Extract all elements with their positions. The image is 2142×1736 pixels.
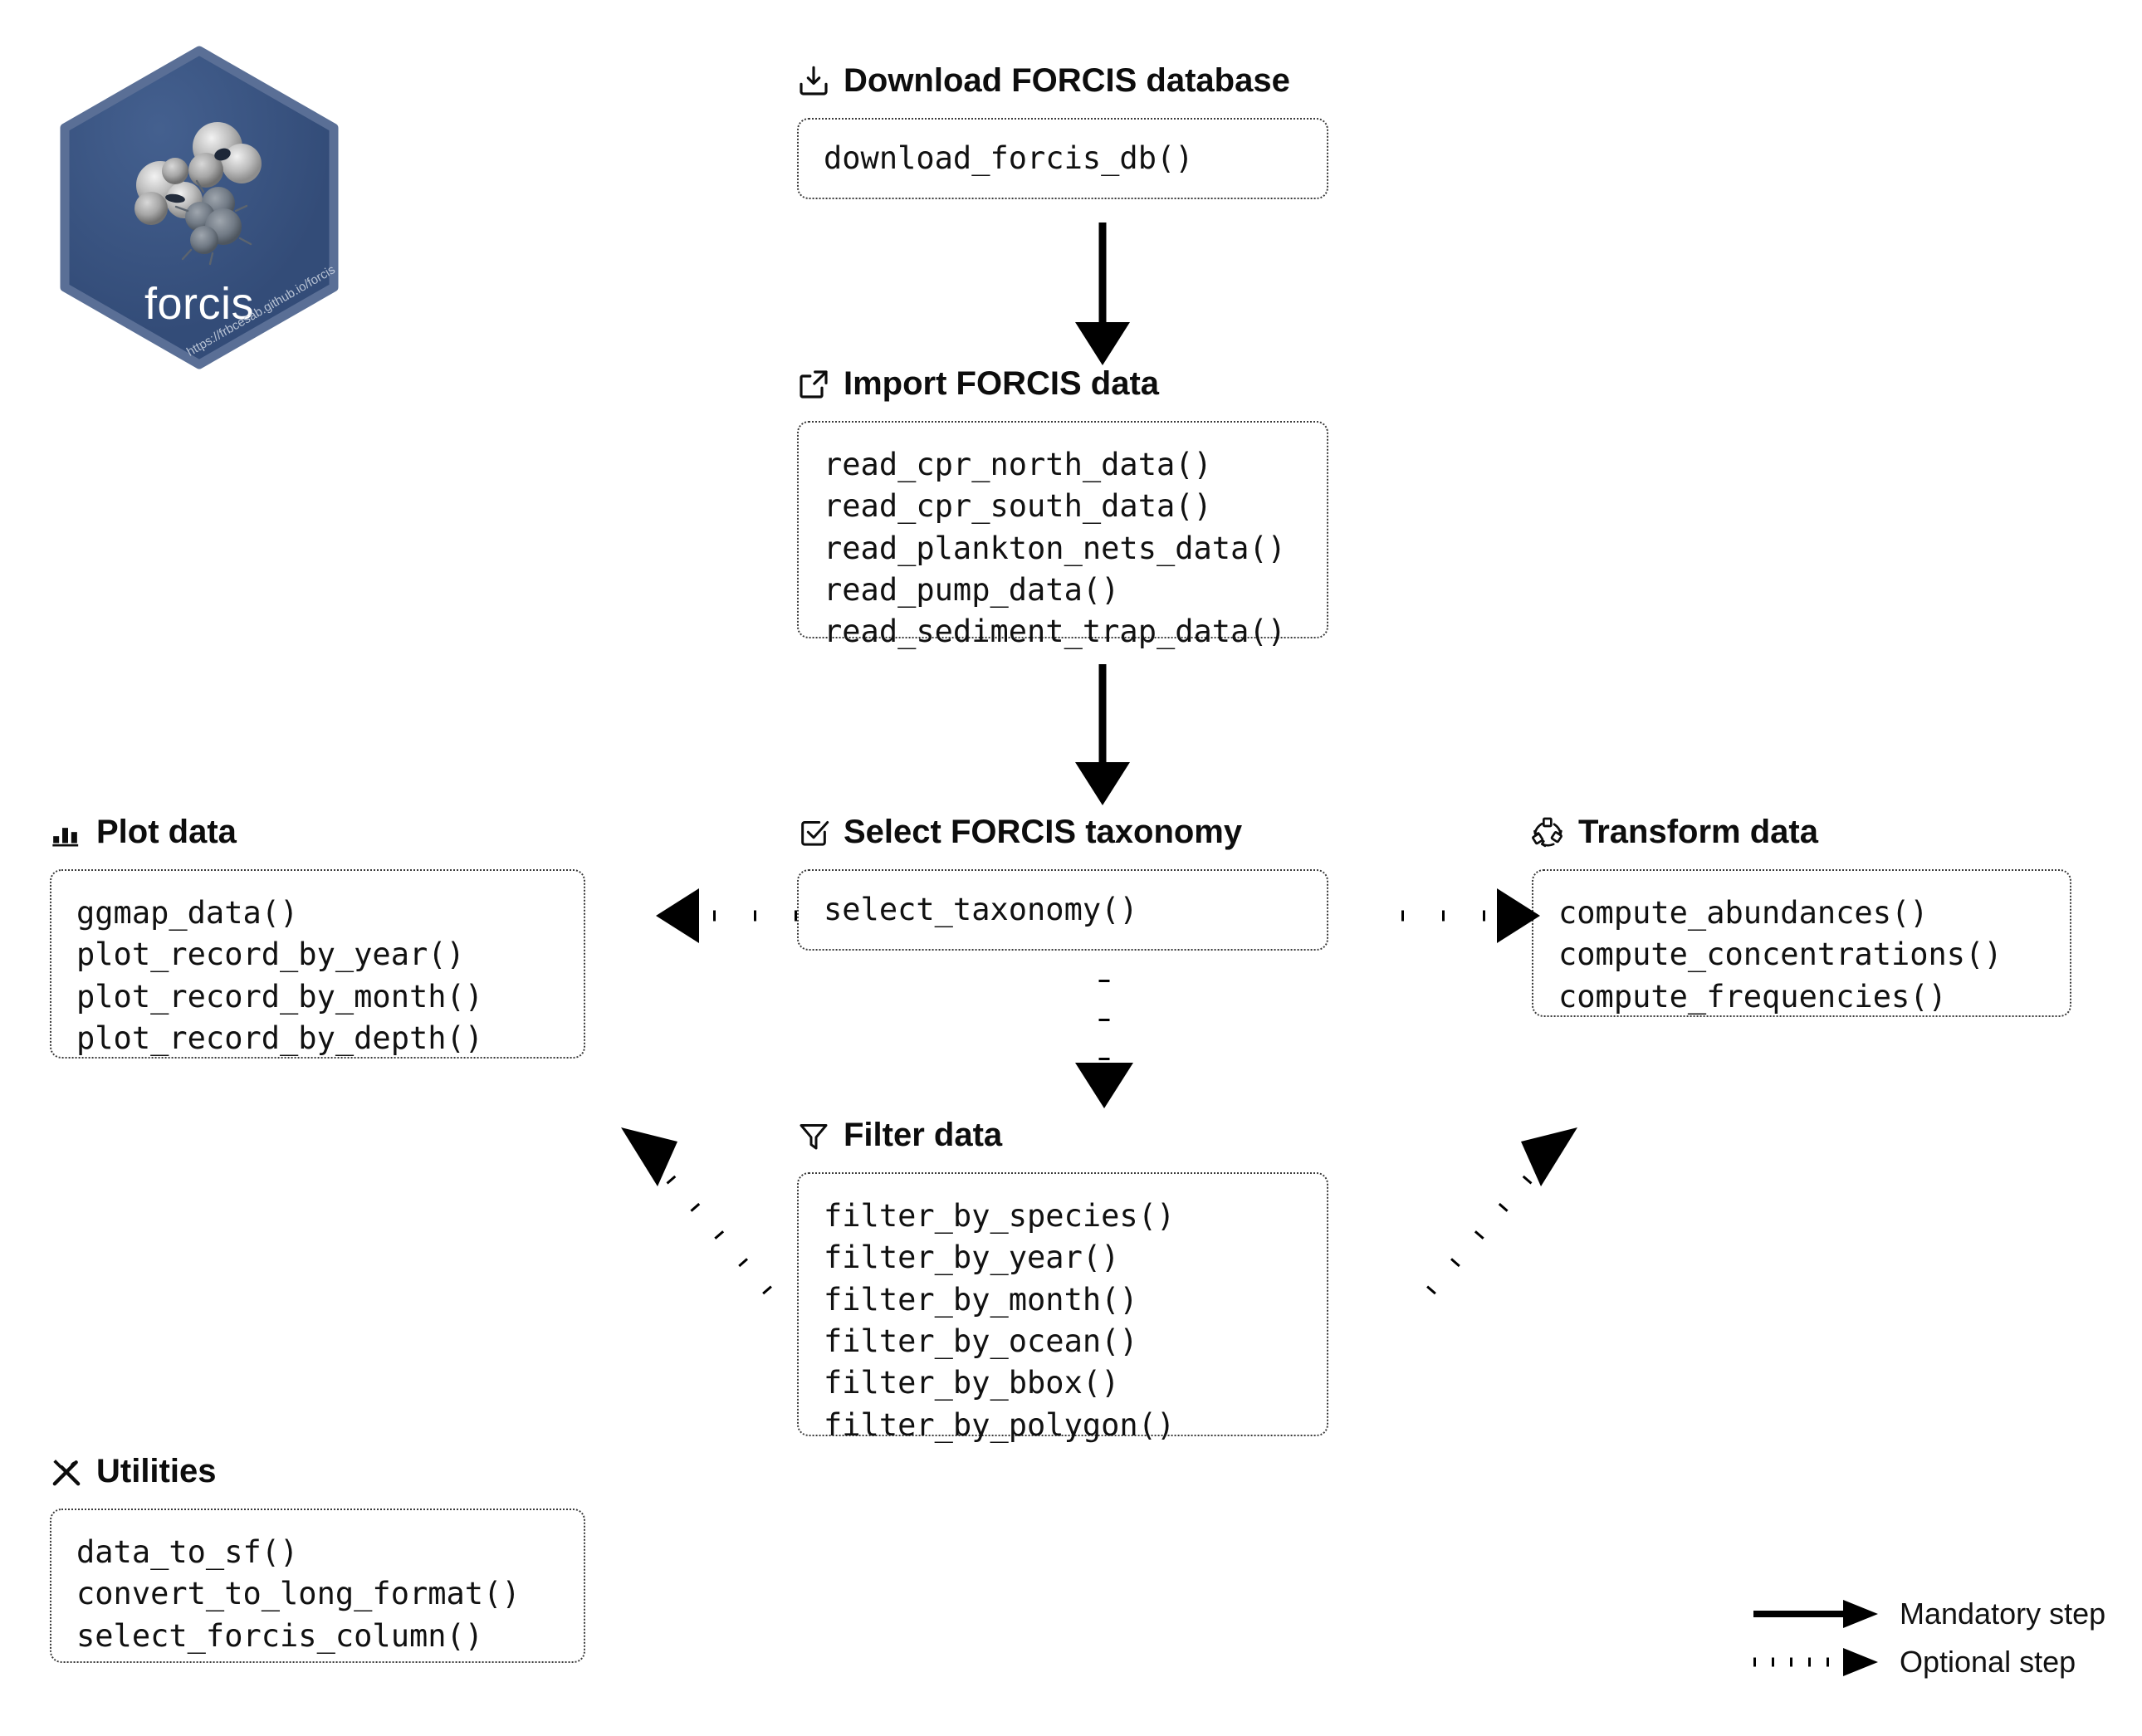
function-list-box: ggmap_data() plot_record_by_year() plot_… — [50, 869, 585, 1059]
section-title: Utilities — [96, 1453, 217, 1489]
section-header: Utilities — [50, 1453, 631, 1490]
function-name: filter_by_ocean() — [824, 1323, 1138, 1359]
legend-label-optional: Optional step — [1900, 1645, 2076, 1679]
function-name: ggmap_data() — [76, 895, 299, 931]
section-header: Select FORCIS taxonomy — [797, 814, 1362, 851]
recycle-arrows-icon — [1532, 816, 1565, 849]
section-utilities: Utilities data_to_sf() convert_to_long_f… — [50, 1453, 631, 1663]
function-name: select_taxonomy() — [824, 892, 1138, 927]
section-header: Download FORCIS database — [797, 62, 1362, 100]
section-header: Filter data — [797, 1117, 1362, 1154]
section-download-forcis-database: Download FORCIS database download_forcis… — [797, 62, 1362, 199]
legend: Mandatory step Optional step — [1752, 1590, 2109, 1686]
function-name: data_to_sf() — [76, 1534, 299, 1570]
function-name: compute_abundances() — [1558, 895, 1929, 931]
section-title: Download FORCIS database — [844, 62, 1290, 99]
function-name: read_plankton_nets_data() — [824, 530, 1286, 566]
function-name: filter_by_polygon() — [824, 1406, 1176, 1443]
section-plot-data: Plot data ggmap_data() plot_record_by_ye… — [50, 814, 631, 1059]
function-name: compute_concentrations() — [1558, 936, 2003, 973]
logo-label: forcis — [144, 279, 254, 329]
function-name: read_cpr_north_data() — [824, 447, 1212, 482]
function-name: filter_by_year() — [824, 1240, 1120, 1276]
function-name: download_forcis_db() — [824, 140, 1194, 176]
solid-arrow-icon — [1752, 1600, 1885, 1628]
function-list-box: read_cpr_north_data() read_cpr_south_dat… — [797, 421, 1328, 649]
function-name: read_pump_data() — [824, 571, 1120, 608]
function-name: compute_frequencies() — [1558, 978, 1947, 1015]
section-header: Plot data — [50, 814, 631, 851]
legend-label-mandatory: Mandatory step — [1900, 1597, 2106, 1631]
section-title: Import FORCIS data — [844, 365, 1160, 402]
function-list-box: select_taxonomy() — [797, 869, 1328, 951]
section-title: Select FORCIS taxonomy — [844, 814, 1243, 850]
function-name: plot_record_by_year() — [76, 936, 465, 973]
function-list-box: filter_by_species() filter_by_year() fil… — [797, 1172, 1328, 1443]
bar-chart-icon — [50, 816, 83, 849]
function-name: filter_by_month() — [824, 1281, 1138, 1318]
function-name: plot_record_by_depth() — [76, 1020, 484, 1056]
legend-row-optional: Optional step — [1752, 1638, 2109, 1686]
dotted-arrow-icon — [1752, 1648, 1885, 1676]
function-name: plot_record_by_month() — [76, 978, 484, 1015]
function-list-box: compute_abundances() compute_concentrati… — [1532, 869, 2071, 1017]
function-name: select_forcis_column() — [76, 1617, 484, 1654]
section-select-forcis-taxonomy: Select FORCIS taxonomy select_taxonomy() — [797, 814, 1362, 951]
forcis-hex-logo: forcis https://frbcesab.github.io/forcis — [58, 46, 340, 369]
section-header: Import FORCIS data — [797, 365, 1362, 403]
section-title: Plot data — [96, 814, 237, 850]
download-tray-icon — [797, 65, 830, 98]
crossed-tools-icon — [50, 1455, 83, 1489]
function-list-box: data_to_sf() convert_to_long_format() se… — [50, 1509, 585, 1663]
section-header: Transform data — [1532, 814, 2113, 851]
section-title: Transform data — [1578, 814, 1818, 850]
function-list-box: download_forcis_db() — [797, 118, 1328, 199]
checkbox-checked-icon — [797, 816, 830, 849]
function-name: filter_by_bbox() — [824, 1365, 1120, 1401]
section-title: Filter data — [844, 1117, 1003, 1153]
legend-row-mandatory: Mandatory step — [1752, 1590, 2109, 1638]
function-name: read_cpr_south_data() — [824, 488, 1212, 525]
funnel-icon — [797, 1119, 830, 1152]
section-filter-data: Filter data filter_by_species() filter_b… — [797, 1117, 1362, 1443]
section-transform-data: Transform data compute_abundances() comp… — [1532, 814, 2113, 1017]
box-arrow-up-right-icon — [797, 368, 830, 401]
function-name: convert_to_long_format() — [76, 1576, 521, 1612]
section-import-forcis-data: Import FORCIS data read_cpr_north_data()… — [797, 365, 1362, 649]
function-name: read_sediment_trap_data() — [824, 614, 1286, 650]
function-name: filter_by_species() — [824, 1198, 1176, 1234]
